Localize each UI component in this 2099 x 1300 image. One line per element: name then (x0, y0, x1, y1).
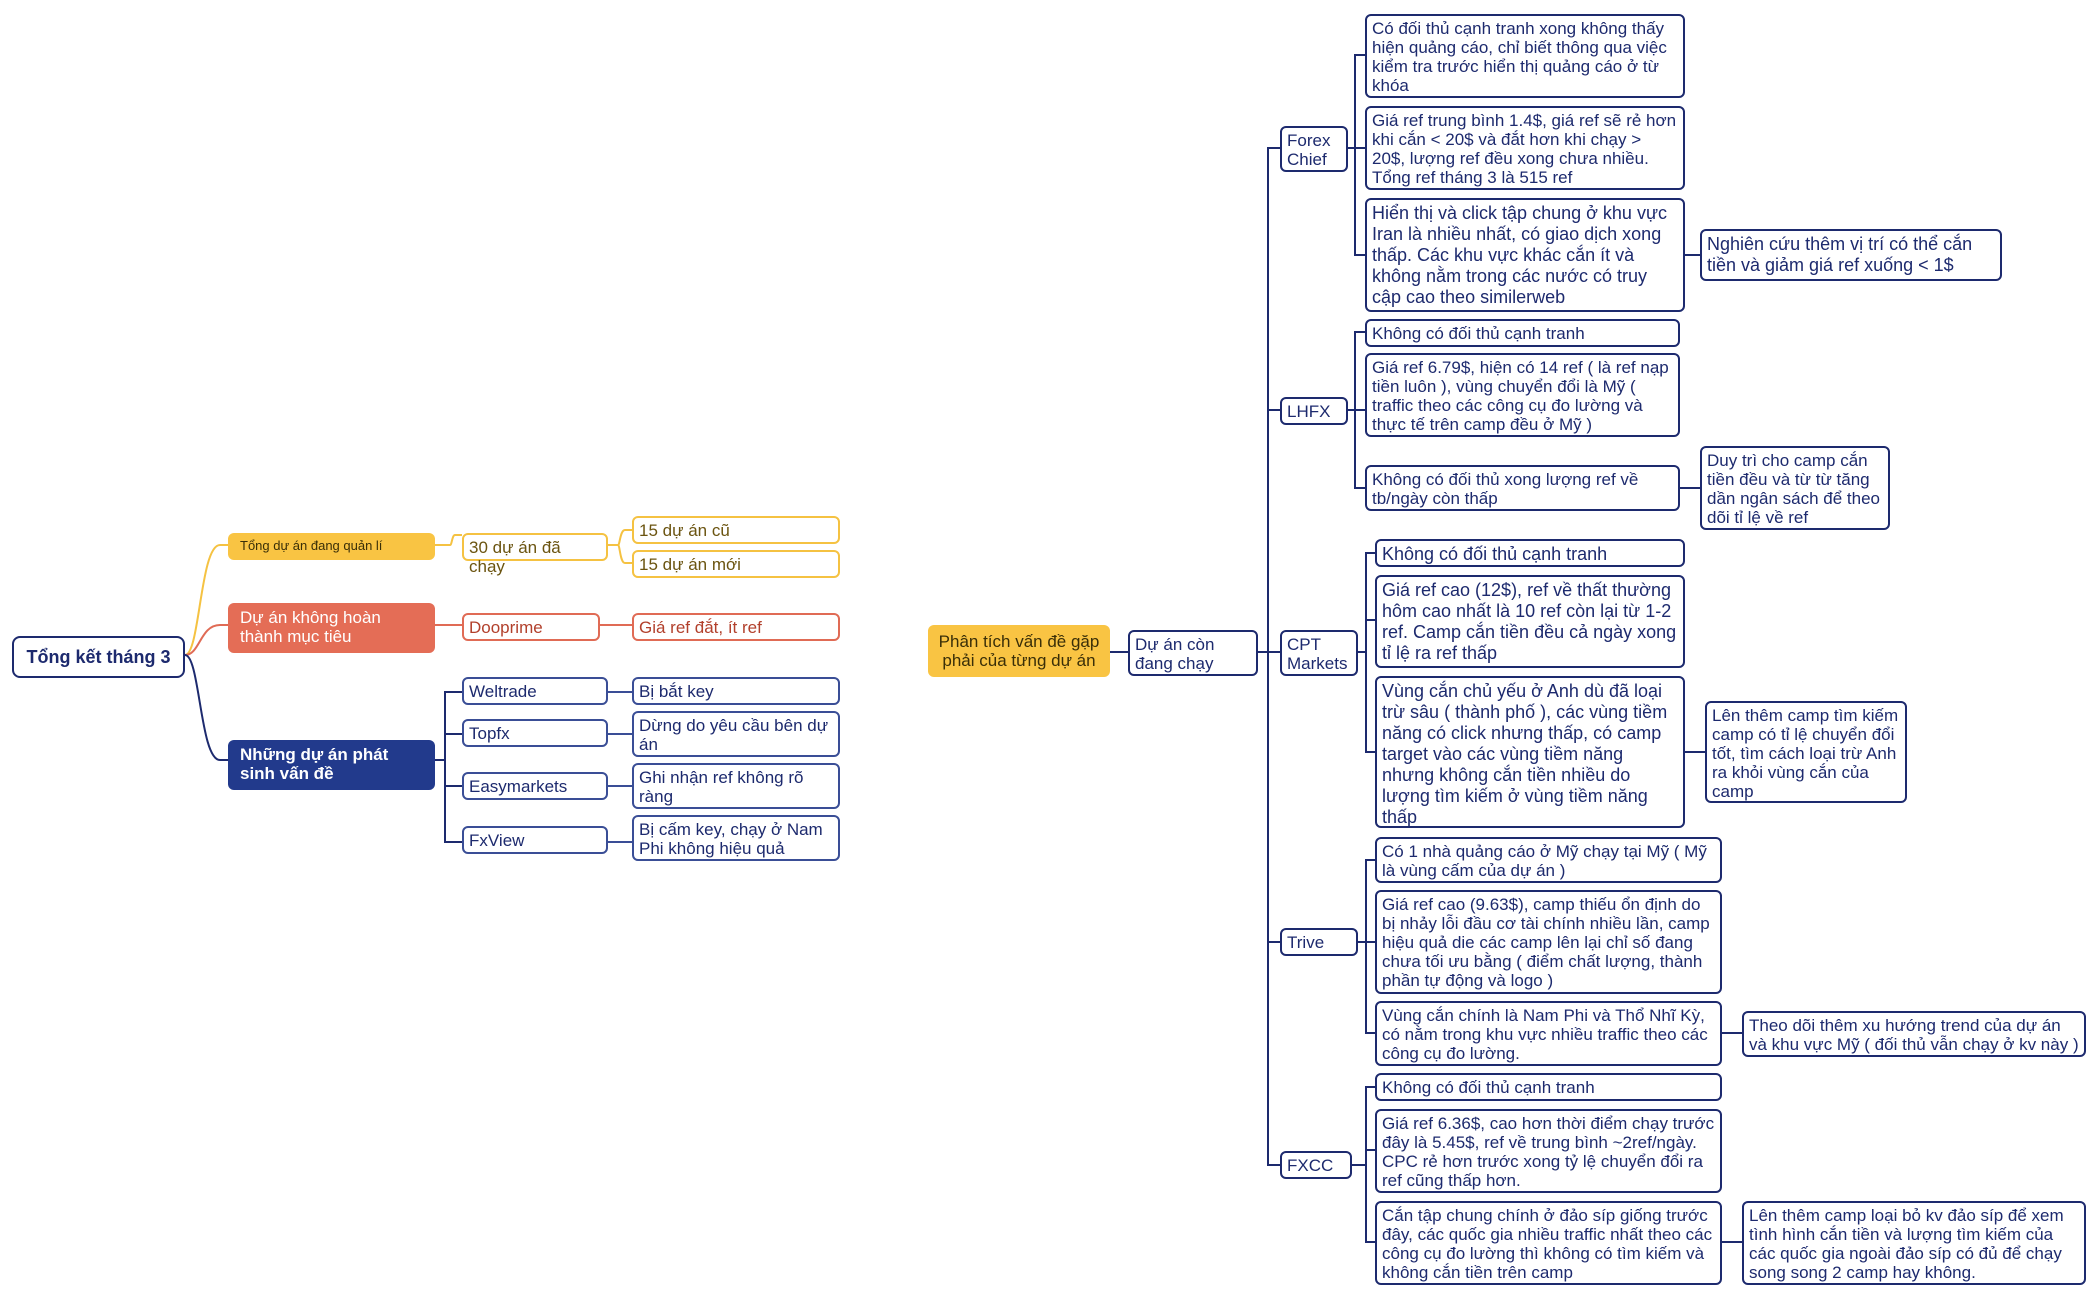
cpt-note-3-action[interactable]: Lên thêm camp tìm kiếm camp có tỉ lệ chu… (1705, 701, 1907, 803)
note-easymarkets[interactable]: Ghi nhận ref không rõ ràng (632, 763, 840, 809)
lhfx-note-2[interactable]: Giá ref 6.79$, hiện có 14 ref ( là ref n… (1365, 353, 1680, 437)
connector (1354, 410, 1365, 489)
connector (1354, 148, 1365, 256)
fxcc-note-2[interactable]: Giá ref 6.36$, cao hơn thời điểm chạy tr… (1375, 1109, 1722, 1193)
forex-note-3-action[interactable]: Nghiên cứu thêm vị trí có thể cắn tiền v… (1700, 229, 2002, 281)
connector (1348, 331, 1365, 411)
connector (444, 692, 462, 843)
cpt-note-2[interactable]: Giá ref cao (12$), ref về thất thường hô… (1375, 575, 1685, 668)
branch-failed[interactable]: Dự án không hoàn thành mục tiêu (228, 603, 435, 653)
forex-note-1[interactable]: Có đối thủ cạnh tranh xong không thấy hi… (1365, 14, 1685, 98)
connector (184, 624, 230, 656)
connector (1365, 1165, 1375, 1243)
cpt-note-1[interactable]: Không có đối thủ cạnh tranh (1375, 539, 1685, 567)
connector (1352, 1086, 1375, 1166)
project-lhfx[interactable]: LHFX (1280, 397, 1348, 425)
project-easymarkets[interactable]: Easymarkets (462, 772, 608, 800)
root-node-right[interactable]: Phân tích vấn đề gặp phải của từng dự án (928, 625, 1110, 677)
trive-note-2[interactable]: Giá ref cao (9.63$), camp thiếu ổn định … (1375, 890, 1722, 994)
trive-note-3-action[interactable]: Theo dõi thêm xu hướng trend của dự án v… (1742, 1011, 2086, 1057)
connector (435, 691, 462, 761)
node-new[interactable]: 15 dự án mới (632, 550, 840, 578)
node-old[interactable]: 15 dự án cũ (632, 516, 840, 544)
note-topfx[interactable]: Dừng do yêu cầu bên dự án (632, 711, 840, 757)
project-topfx[interactable]: Topfx (462, 719, 608, 747)
connector (1267, 148, 1280, 1166)
node-dooprime[interactable]: Dooprime (462, 613, 600, 641)
lhfx-note-3[interactable]: Không có đối thủ xong lượng ref về tb/ng… (1365, 465, 1680, 511)
project-fxview[interactable]: FxView (462, 826, 608, 854)
cpt-note-3[interactable]: Vùng cắn chủ yếu ở Anh dù đã loại trừ sâ… (1375, 676, 1685, 828)
note-fxview[interactable]: Bị cấm key, chạy ở Nam Phi không hiệu qu… (632, 815, 840, 861)
node-dooprime-note[interactable]: Giá ref đắt, ít ref (632, 613, 840, 641)
lhfx-note-1[interactable]: Không có đối thủ cạnh tranh (1365, 319, 1680, 347)
project-trive[interactable]: Trive (1280, 928, 1358, 956)
fxcc-note-3-action[interactable]: Lên thêm camp loại bỏ kv đảo síp để xem … (1742, 1201, 2086, 1285)
trive-note-3[interactable]: Vùng cắn chính là Nam Phi và Thổ Nhĩ Kỳ,… (1375, 1001, 1722, 1066)
connector (607, 529, 632, 546)
trive-note-1[interactable]: Có 1 nhà quảng cáo ở Mỹ chạy tại Mỹ ( Mỹ… (1375, 837, 1722, 883)
branch-issues[interactable]: Những dự án phát sinh vấn đề (228, 740, 435, 790)
project-weltrade[interactable]: Weltrade (462, 677, 608, 705)
project-forex-chief[interactable]: Forex Chief (1280, 126, 1348, 172)
project-fxcc[interactable]: FXCC (1280, 1151, 1352, 1179)
connector (1365, 652, 1375, 753)
node-running[interactable]: Dự án còn đang chạy (1128, 630, 1258, 676)
connector (184, 544, 230, 656)
connector (1365, 942, 1375, 1034)
project-cpt-markets[interactable]: CPT Markets (1280, 630, 1358, 676)
connector (617, 544, 632, 564)
connector (1358, 552, 1375, 653)
connector (184, 654, 230, 761)
connector (1348, 54, 1365, 149)
connector (1358, 859, 1375, 943)
root-node-left[interactable]: Tổng kết tháng 3 (12, 636, 185, 678)
node-ran[interactable]: 30 dự án đã chạy (462, 533, 608, 576)
fxcc-note-1[interactable]: Không có đối thủ cạnh tranh (1375, 1073, 1722, 1101)
lhfx-note-3-action[interactable]: Duy trì cho camp cắn tiền đều và từ từ t… (1700, 446, 1890, 530)
fxcc-note-3[interactable]: Cắn tập chung chính ở đảo síp giống trướ… (1375, 1201, 1722, 1285)
branch-managed[interactable]: Tổng dự án đang quản lí (228, 533, 435, 560)
forex-note-2[interactable]: Giá ref trung bình 1.4$, giá ref sẽ rẻ h… (1365, 106, 1685, 190)
connector (435, 534, 462, 546)
note-weltrade[interactable]: Bị bắt key (632, 677, 840, 705)
forex-note-3[interactable]: Hiển thị và click tập chung ở khu vực Ir… (1365, 198, 1685, 312)
